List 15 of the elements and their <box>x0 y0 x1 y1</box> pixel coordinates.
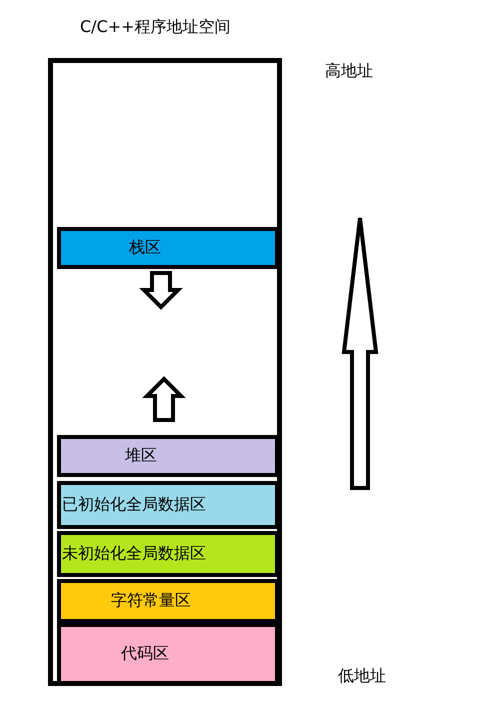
memory-segment <box>57 227 279 269</box>
segment-label: 堆区 <box>125 446 157 466</box>
memory-block <box>48 58 282 686</box>
memory-segment <box>57 481 279 529</box>
segment-label: 栈区 <box>129 238 161 258</box>
memory-segment <box>57 579 279 623</box>
memory-segment <box>57 531 279 577</box>
segment-label: 代码区 <box>121 644 169 664</box>
segment-label: 已初始化全局数据区 <box>62 494 206 516</box>
segment-label: 字符常量区 <box>111 590 191 612</box>
segment-label: 未初始化全局数据区 <box>62 544 206 564</box>
address-label: 高地址 <box>325 61 373 82</box>
diagram-title: C/C++程序地址空间 <box>80 17 231 38</box>
memory-segment <box>57 435 279 477</box>
address-label: 低地址 <box>338 666 386 687</box>
